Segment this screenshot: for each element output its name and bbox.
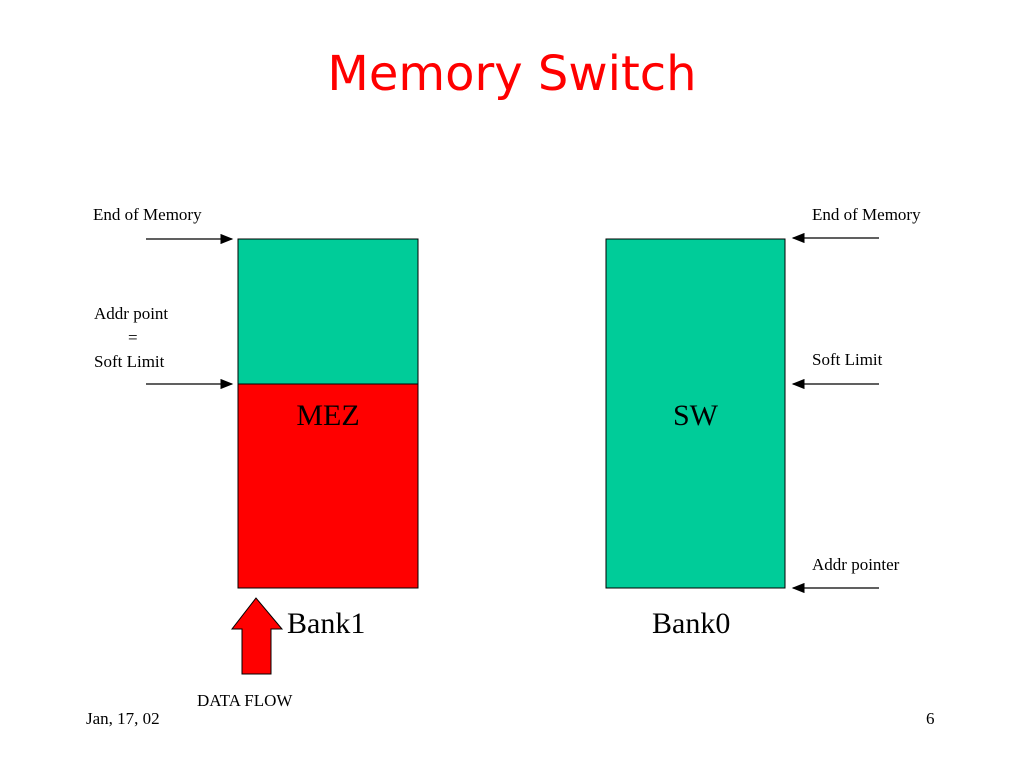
- bank1-name: MEZ: [296, 399, 360, 432]
- right-end-of-memory-label: End of Memory: [812, 205, 921, 224]
- left-end-of-memory-label: End of Memory: [93, 205, 202, 224]
- data-flow-label: DATA FLOW: [197, 691, 293, 710]
- right-soft-limit-label: Soft Limit: [812, 350, 883, 369]
- bank1-free-region: [237, 238, 419, 385]
- bank0-name: SW: [673, 399, 718, 432]
- footer-date: Jan, 17, 02: [86, 709, 160, 728]
- left-equals-label: =: [128, 328, 138, 347]
- right-addr-pointer-label: Addr pointer: [812, 555, 900, 574]
- bank0-label: Bank0: [652, 607, 731, 640]
- data-flow-arrow: [230, 597, 284, 675]
- slide-title: Memory Switch: [327, 46, 697, 102]
- bank1-label: Bank1: [287, 607, 366, 640]
- left-soft-limit-label: Soft Limit: [94, 352, 165, 371]
- page-number: 6: [926, 709, 935, 728]
- bank1-used-region: [237, 383, 419, 589]
- left-addr-point-label: Addr point: [94, 304, 169, 323]
- left-addr-point-block: Addr point = Soft Limit: [94, 302, 168, 374]
- bank0-region: [605, 238, 786, 589]
